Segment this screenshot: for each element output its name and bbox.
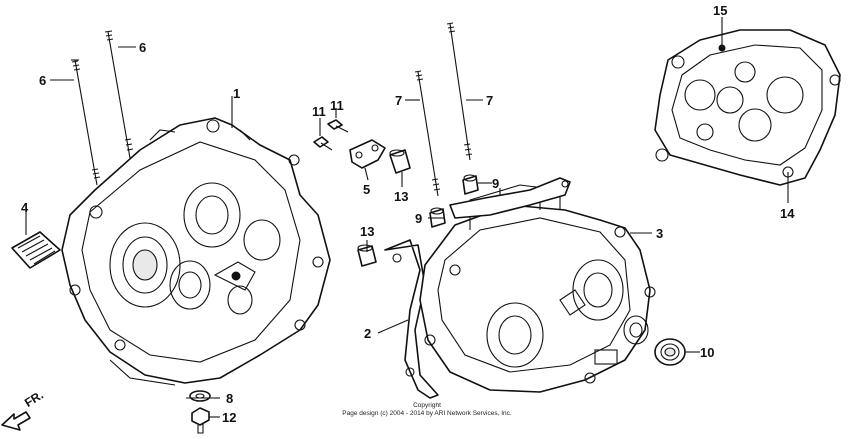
leader-lines bbox=[25, 17, 789, 418]
callout-9b: 9 bbox=[415, 211, 422, 226]
callout-9a: 9 bbox=[492, 176, 499, 191]
callout-7a: 7 bbox=[395, 93, 402, 108]
oil-strainer-screen[interactable] bbox=[11, 231, 61, 269]
sealing-washer[interactable] bbox=[189, 390, 211, 402]
copyright-line-1: Copyright bbox=[413, 402, 441, 409]
bolt-a[interactable] bbox=[313, 136, 333, 151]
callout-12: 12 bbox=[222, 410, 236, 425]
copyright-notice: Copyright Page design (c) 2004 - 2014 by… bbox=[332, 402, 522, 417]
breather-bracket[interactable] bbox=[449, 177, 571, 219]
callout-6b: 6 bbox=[139, 40, 146, 55]
front-direction-arrow bbox=[1, 411, 31, 431]
callout-2: 2 bbox=[364, 326, 371, 341]
bolt-b[interactable] bbox=[327, 119, 349, 133]
stud-bolt-right-b[interactable] bbox=[446, 22, 473, 161]
callout-8: 8 bbox=[226, 391, 233, 406]
callout-7b: 7 bbox=[486, 93, 493, 108]
left-crankcase[interactable] bbox=[61, 117, 331, 386]
dowel-pin-9-upper[interactable] bbox=[462, 174, 479, 195]
callout-3: 3 bbox=[656, 226, 663, 241]
callout-4: 4 bbox=[21, 200, 29, 215]
ball-bearing[interactable] bbox=[654, 338, 686, 366]
stud-bolt-left-a[interactable] bbox=[71, 59, 101, 186]
callout-14: 14 bbox=[780, 206, 795, 221]
stud-bolt-left-b[interactable] bbox=[104, 30, 134, 159]
callout-13b: 13 bbox=[360, 224, 374, 239]
plate-bracket[interactable] bbox=[349, 139, 386, 169]
callout-13a: 13 bbox=[394, 189, 408, 204]
side-cover-gasket[interactable] bbox=[654, 29, 841, 186]
callout-10: 10 bbox=[700, 345, 714, 360]
callout-5: 5 bbox=[363, 182, 370, 197]
callout-11a: 11 bbox=[312, 104, 326, 119]
callout-6a: 6 bbox=[39, 73, 46, 88]
stud-bolt-right-a[interactable] bbox=[414, 70, 441, 197]
callout-numbers: 1 2 3 4 5 6 6 7 7 8 9 9 10 11 11 12 13 1… bbox=[21, 3, 795, 425]
copyright-line-2: Page design (c) 2004 - 2014 by ARI Netwo… bbox=[342, 409, 512, 417]
callout-15: 15 bbox=[713, 3, 727, 18]
dowel-pin-upper[interactable] bbox=[389, 149, 411, 174]
callout-1: 1 bbox=[233, 86, 240, 101]
drain-bolt[interactable] bbox=[191, 407, 210, 434]
callout-11b: 11 bbox=[330, 98, 344, 113]
